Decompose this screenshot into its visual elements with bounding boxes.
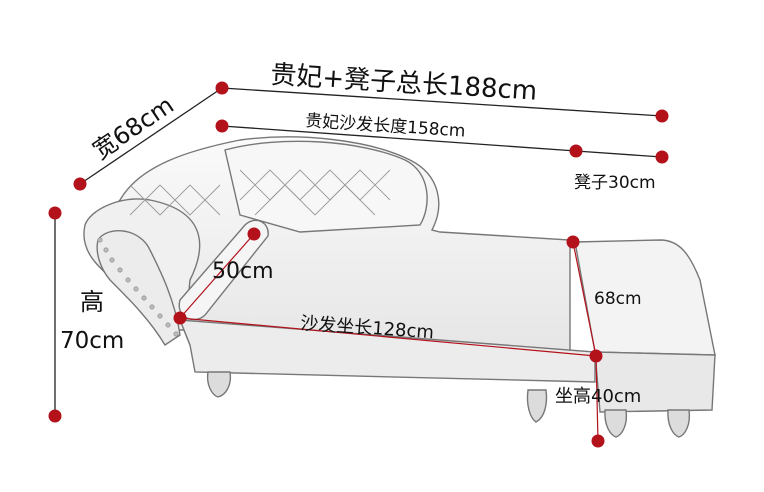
marker-chaise-end [569, 144, 583, 158]
marker-stool-depth-top [566, 235, 580, 249]
marker-height-top [48, 206, 62, 220]
marker-seat-end [589, 349, 603, 363]
label-pillow: 50cm [212, 259, 274, 284]
label-width: 宽68cm [88, 91, 179, 165]
label-height-title: 高 [80, 288, 104, 316]
measure-lines-red [179, 233, 599, 442]
pillow-line [179, 233, 255, 319]
marker-height-bottom [48, 409, 62, 423]
total-length-line [221, 87, 663, 117]
stool-top [574, 239, 716, 356]
sofa-back-cushion [224, 140, 428, 233]
stool-leg-left [604, 409, 628, 438]
seat-length-line [179, 317, 597, 357]
label-seat-height: 坐高40cm [555, 386, 641, 407]
marker-chaise-start [215, 119, 229, 133]
nailhead-trim [97, 237, 179, 337]
marker-total-start [215, 81, 229, 95]
label-height-value: 70cm [60, 328, 124, 354]
marker-stool-end [655, 150, 669, 164]
marker-total-end [655, 109, 669, 123]
sofa-leg-mid [526, 389, 548, 423]
sofa-illustration [83, 136, 716, 438]
marker-seat-start [173, 311, 187, 325]
sofa-base [178, 319, 596, 383]
stool-front [594, 351, 716, 413]
tufting-pattern [129, 169, 391, 216]
stool-length-line [575, 150, 663, 158]
marker-width-start [73, 177, 87, 191]
width-line [79, 87, 223, 185]
marker-seat-height-bottom [591, 434, 605, 448]
measure-lines-dark [54, 87, 663, 416]
label-stool-depth: 68cm [594, 289, 642, 309]
marker-pillow-top [247, 227, 261, 241]
seat-height-line [595, 355, 599, 442]
measure-markers [48, 81, 669, 448]
stool-depth-line [572, 241, 597, 357]
sofa-leg-left [206, 371, 232, 398]
label-stool-length: 凳子30cm [574, 173, 656, 193]
chaise-length-line [221, 125, 577, 152]
stool-leg-right [667, 409, 691, 438]
